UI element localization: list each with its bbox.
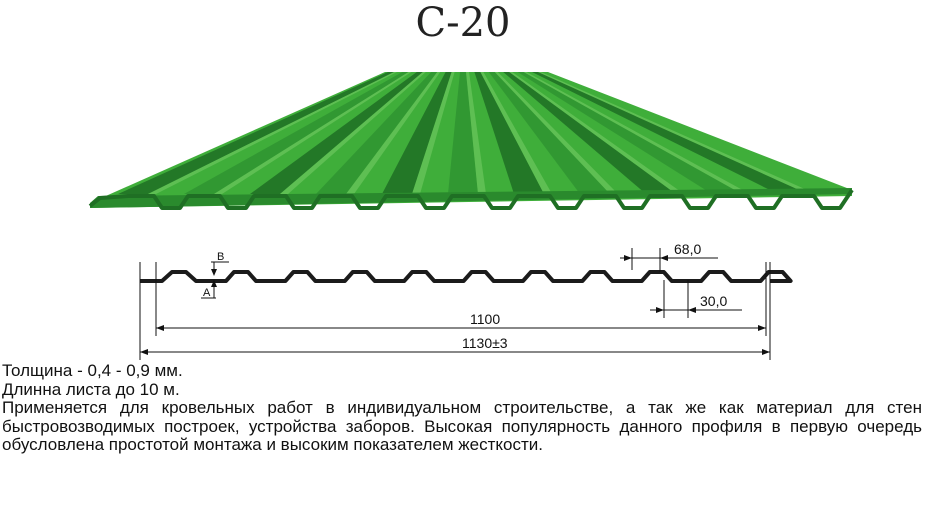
- sheet-rib: [503, 72, 676, 194]
- sheet-rib-highlight: [509, 72, 684, 194]
- sheet-front-profile: [88, 188, 854, 210]
- marker-a-arrow: [211, 280, 217, 287]
- profile-drawing: B A 68,0 30,0 1100 1130±3: [88, 72, 854, 360]
- usage-text: Применяется для кровельных работ в индив…: [2, 398, 922, 454]
- sheet-ribs: [118, 72, 816, 194]
- sheet-rib-highlight: [412, 72, 455, 194]
- profile-line: [140, 270, 793, 283]
- arrow-30-right: [688, 307, 696, 313]
- description: Толщина - 0,4 - 0,9 мм. Длинна листа до …: [2, 361, 922, 455]
- arrow-68-left: [624, 255, 632, 261]
- sheet-rib: [250, 72, 423, 194]
- sheet-rib-highlight: [346, 72, 441, 194]
- sheet-rib: [184, 72, 409, 194]
- arrow-68-right: [660, 255, 668, 261]
- sheet-rib: [517, 72, 742, 194]
- sheet-rib: [316, 72, 438, 194]
- sheet-rib: [532, 72, 808, 194]
- dim-text-68: 68,0: [674, 241, 701, 257]
- corrugated-sheet-illustration: [88, 72, 854, 210]
- sheet-rib: [488, 72, 610, 194]
- sheet-rib: [382, 72, 452, 194]
- sheet-rib: [474, 72, 544, 194]
- sheet-rib-highlight: [214, 72, 412, 194]
- product-title: С-20: [415, 0, 511, 46]
- arrow-1130-right: [762, 349, 770, 355]
- label-b: B: [217, 251, 224, 263]
- length-text: Длинна листа до 10 м.: [2, 379, 180, 399]
- thickness-text: Толщина - 0,4 - 0,9 мм.: [2, 361, 183, 380]
- sheet-rib-highlight: [148, 72, 397, 194]
- cross-section: B A 68,0 30,0 1100 1130±3: [139, 241, 793, 360]
- sheet-rib: [118, 72, 394, 194]
- label-a: A: [203, 287, 211, 299]
- arrow-1100-right: [758, 325, 766, 331]
- sheet-front-edge-line: [88, 188, 854, 210]
- dim-text-1100: 1100: [470, 311, 500, 327]
- sheet-rib-highlight: [280, 72, 426, 194]
- dim-text-30: 30,0: [700, 293, 727, 309]
- sheet-rib-highlight: [523, 72, 750, 194]
- arrow-30-left: [656, 307, 664, 313]
- arrow-1100-left: [156, 325, 164, 331]
- sheet-rib-highlight: [538, 72, 816, 194]
- sheet-rib-highlight: [494, 72, 618, 194]
- sheet-rib-highlight: [466, 72, 486, 194]
- dim-text-1130: 1130±3: [462, 335, 508, 351]
- sheet-rib: [448, 72, 478, 194]
- arrow-1130-left: [140, 349, 148, 355]
- sheet-rib-highlight: [480, 72, 552, 194]
- marker-b-arrow: [211, 269, 217, 276]
